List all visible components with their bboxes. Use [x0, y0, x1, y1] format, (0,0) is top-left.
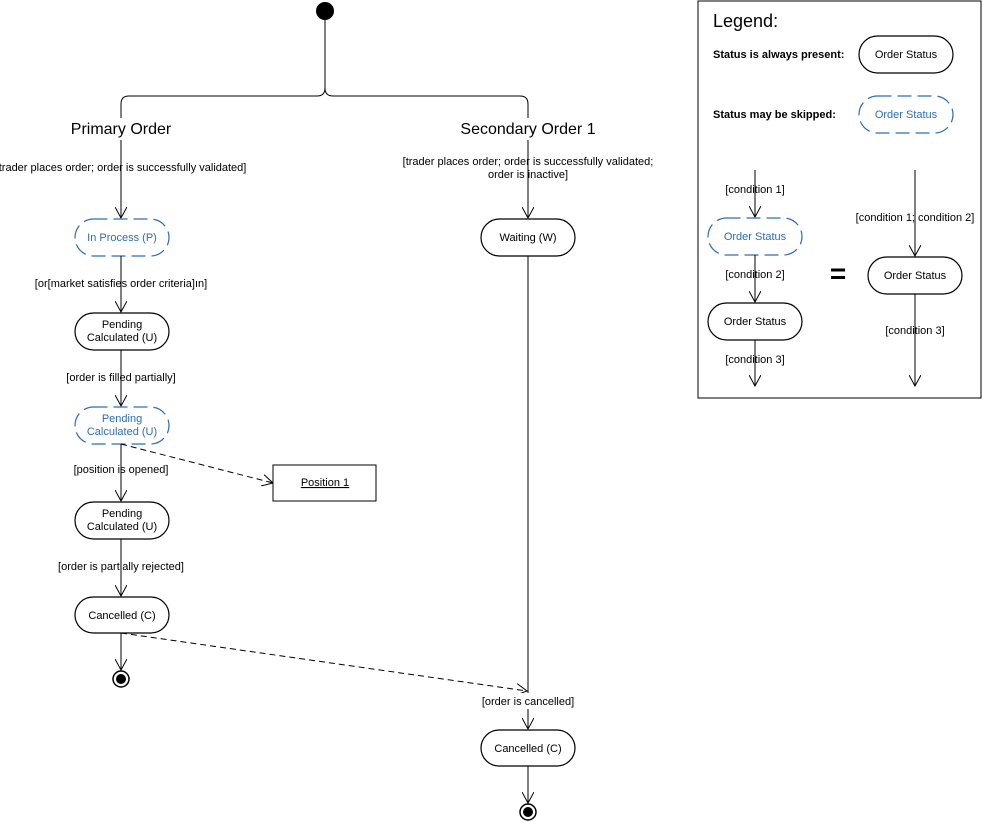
state-pending-1-line2: Calculated (U) — [87, 332, 157, 344]
state-cancelled-primary-label: Cancelled (C) — [88, 610, 155, 622]
legend-left-state-label: Order Status — [724, 316, 787, 328]
legend-right-state-label: Order Status — [884, 270, 947, 282]
legend-may-be-skipped-label: Status may be skipped: — [713, 109, 836, 121]
label-partially-rejected: [order is partially rejected] — [58, 561, 184, 573]
state-pending-2-line1: Pending — [102, 413, 142, 425]
legend-sample-status-label: Order Status — [875, 49, 938, 61]
initial-node — [316, 2, 334, 20]
label-trader-places-order-primary: [trader places order; order is successfu… — [0, 162, 246, 174]
legend-cond1: [condition 1] — [725, 184, 784, 196]
state-in-process-label: In Process (P) — [87, 232, 157, 244]
heading-secondary-order: Secondary Order 1 — [460, 121, 595, 138]
object-position-1 — [272, 464, 377, 502]
state-pending-calculated-1 — [74, 312, 170, 351]
label-order-cancelled-bg — [478, 693, 578, 709]
final-node-secondary — [519, 803, 537, 821]
legend-box: Legend: Status is always present: Order … — [697, 0, 982, 399]
state-pending-1-line1: Pending — [102, 319, 142, 331]
legend-equals: = — [830, 258, 846, 289]
object-position-1-label: Position 1 — [301, 477, 349, 489]
label-filled-partially: [order is filled partially] — [66, 372, 175, 384]
legend-sample-skipped — [858, 95, 954, 134]
state-pending-calculated-3 — [74, 501, 170, 540]
edge-dashed-cancel — [120, 632, 527, 691]
label-trader-places-order-secondary-2: order is inactive] — [488, 169, 568, 181]
legend-sample-status — [858, 35, 954, 74]
state-in-process — [74, 218, 170, 257]
state-pending-3-line2: Calculated (U) — [87, 521, 157, 533]
final-node-primary — [112, 670, 130, 688]
legend-cond3-right: [condition 3] — [885, 325, 944, 337]
legend-always-present-label: Status is always present: — [713, 49, 844, 61]
fork-edges — [120, 20, 529, 118]
state-pending-3-line1: Pending — [102, 508, 142, 520]
legend-sample-skipped-label: Order Status — [875, 109, 938, 121]
label-market-criteria: [or[market satisfies order criteria]ın] — [35, 278, 207, 290]
legend-cond2: [condition 2] — [725, 269, 784, 281]
label-trader-places-order-secondary-1: [trader places order; order is successfu… — [403, 156, 654, 168]
label-position-opened: [position is opened] — [74, 464, 169, 476]
legend-title: Legend: — [713, 11, 778, 31]
legend-left-skipped-state-label: Order Status — [724, 231, 787, 243]
edge-dashed-position — [120, 443, 273, 483]
heading-primary-order: Primary Order — [71, 121, 172, 138]
state-waiting-label: Waiting (W) — [499, 232, 556, 244]
state-cancelled-secondary-label: Cancelled (C) — [494, 743, 561, 755]
legend-cond3-left: [condition 3] — [725, 354, 784, 366]
state-pending-2-line2: Calculated (U) — [87, 426, 157, 438]
label-order-cancelled: [order is cancelled] — [482, 696, 574, 708]
legend-cond12: [condition 1; condition 2] — [856, 212, 975, 224]
